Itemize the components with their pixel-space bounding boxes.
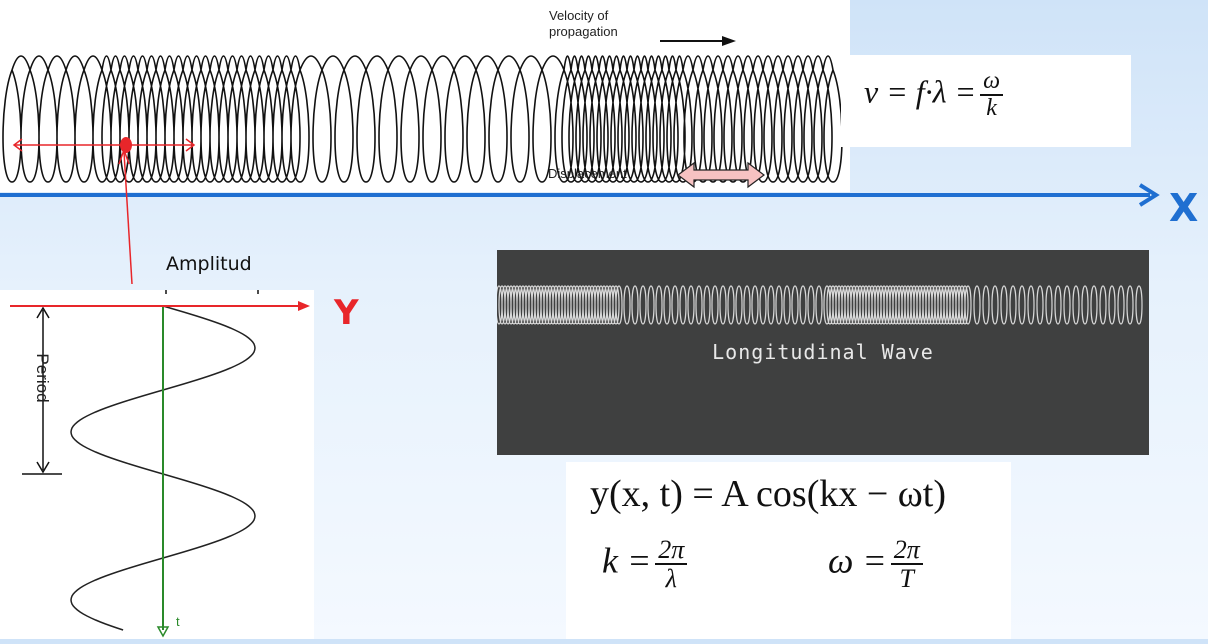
displacement-label: Displacement <box>548 166 627 181</box>
time-axis-label: t <box>176 614 180 629</box>
wavenumber-lhs: k = <box>602 540 652 581</box>
y-axis-label: Y <box>334 293 359 333</box>
period-label: Period <box>33 353 52 403</box>
x-axis <box>0 183 1160 207</box>
angular-frequency-lhs: ω = <box>828 540 887 581</box>
velocity-label-line2: propagation <box>549 24 618 39</box>
particle-oscillation-arrow <box>12 137 196 153</box>
amplitude-dimension <box>165 280 259 294</box>
wave-graph-panel: t Period <box>0 280 314 639</box>
longitudinal-wave-video-frame: Longitudinal Wave <box>497 250 1149 455</box>
wavenumber-denominator: λ <box>665 564 677 594</box>
velocity-label-line1: Velocity of <box>549 8 609 23</box>
angular-frequency-denominator: T <box>899 564 914 594</box>
sinusoid-graph <box>10 280 310 638</box>
x-axis-label: X <box>1169 186 1199 230</box>
propagation-arrow <box>660 36 736 46</box>
particle-link-line <box>118 147 133 285</box>
phase-velocity-numerator: ω <box>980 68 1004 97</box>
particle-marker <box>120 137 132 153</box>
spring-panel: Velocity of propagation Displacement <box>0 0 850 192</box>
spring-coil <box>2 55 843 183</box>
video-caption: Longitudinal Wave <box>712 340 934 364</box>
y-axis-arrowhead <box>298 301 310 311</box>
phase-velocity-denominator: k <box>986 95 997 122</box>
time-axis-arrow <box>156 626 170 638</box>
longitudinal-spring-image <box>497 285 1143 325</box>
angular-frequency-numerator: 2π <box>890 536 923 566</box>
sine-wave-curve <box>70 305 256 631</box>
wave-equation-box: y(x, t) = A cos(kx − ωt) <box>566 462 1011 530</box>
amplitude-label: Amplitud <box>166 253 252 275</box>
wave-equation: y(x, t) = A cos(kx − ωt) <box>590 473 947 515</box>
phase-velocity-lhs: v = f·λ = <box>864 73 977 110</box>
wavenumber-numerator: 2π <box>655 536 688 566</box>
displacement-double-arrow <box>677 161 765 189</box>
